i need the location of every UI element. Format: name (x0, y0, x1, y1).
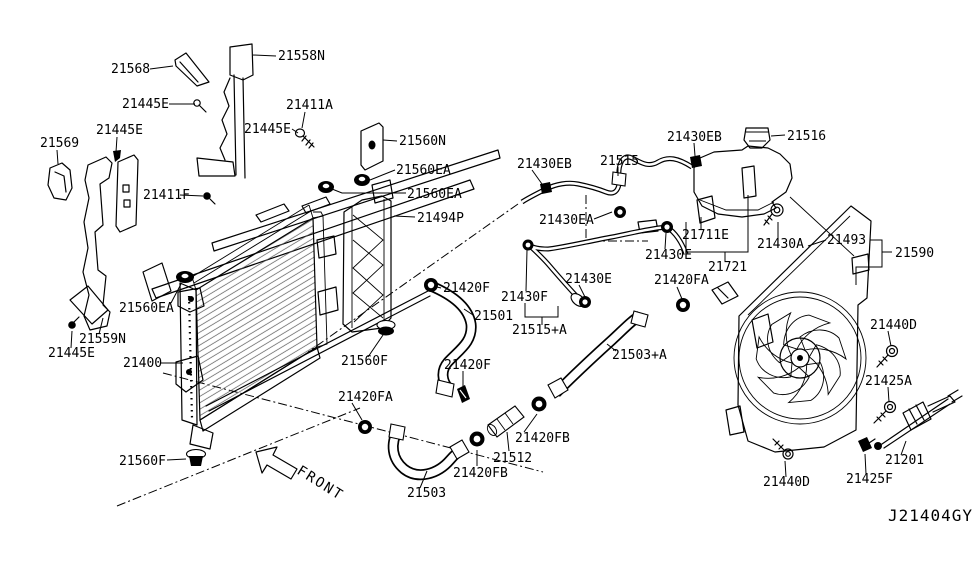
bolt-21411F (203, 192, 216, 205)
bracket-21558N (196, 43, 254, 179)
part-label-21411A: 21411A (286, 98, 333, 113)
plate-21711E (696, 195, 716, 224)
part-label-21400: 21400 (123, 356, 162, 371)
part-label-21560N: 21560N (399, 134, 446, 149)
part-labels: 21568 21558N 21445E 21445E 21569 21411A … (40, 49, 934, 501)
clip-21430E-upper (661, 221, 673, 233)
part-label-21569: 21569 (40, 136, 79, 151)
clamp-21420F-lower (457, 385, 470, 403)
part-label-21515: 21515 (600, 154, 639, 169)
part-label-21516: 21516 (787, 129, 826, 144)
connector-21512 (486, 405, 525, 438)
part-label-21430E-2: 21430E (565, 272, 612, 287)
part-label-21445E-2: 21445E (96, 123, 143, 138)
clip-21430F (522, 239, 534, 251)
shroud-21494P (342, 179, 394, 333)
clamp-21420FA-right (676, 298, 690, 312)
part-label-21721: 21721 (708, 260, 747, 275)
part-label-21430F: 21430F (501, 290, 548, 305)
part-label-21560F-2: 21560F (119, 454, 166, 469)
part-label-21420FB-1: 21420FB (515, 431, 570, 446)
part-label-21445E-3: 21445E (244, 122, 291, 137)
part-label-21440D-2: 21440D (763, 475, 810, 490)
part-label-21501: 21501 (474, 309, 513, 324)
hose-21503A (547, 310, 649, 399)
diagram-code: J21404GY (888, 506, 973, 525)
bolt-21445E-b (113, 150, 121, 162)
fan-motor-21590 (733, 291, 867, 425)
screw-21411A (294, 128, 315, 149)
clamp-21420F-upper (424, 278, 438, 292)
clip-21430EB-right (690, 155, 702, 168)
part-label-21430A: 21430A (757, 237, 804, 252)
part-label-21440D-1: 21440D (870, 318, 917, 333)
part-label-21515A: 21515+A (512, 323, 567, 338)
hose-21503 (387, 423, 470, 481)
hose-21515A (527, 224, 689, 307)
part-label-21560EA-2: 21560EA (407, 187, 462, 202)
part-label-21425F: 21425F (846, 472, 893, 487)
bolt-21445E-d (68, 316, 80, 329)
part-label-21568: 21568 (111, 62, 150, 77)
bracket-21568 (174, 52, 210, 87)
leader-lines (56, 54, 907, 489)
bracket-21560N (360, 122, 384, 171)
part-label-21560EA-1: 21560EA (396, 163, 451, 178)
part-label-21445E-1: 21445E (122, 97, 169, 112)
part-label-21425A: 21425A (865, 374, 912, 389)
clip-21430EB-left (540, 182, 552, 194)
part-label-21445E-4: 21445E (48, 346, 95, 361)
part-label-21512: 21512 (493, 451, 532, 466)
screw-21440D-lower (772, 438, 794, 460)
part-label-21420F-1: 21420F (443, 281, 490, 296)
part-label-21503: 21503 (407, 486, 446, 501)
clip-21430E-lower (579, 296, 591, 308)
bracket-21569 (47, 162, 73, 201)
part-label-21559N: 21559N (79, 332, 126, 347)
part-label-21560F-1: 21560F (341, 354, 388, 369)
bracket-21559N (69, 154, 139, 331)
hose-21501 (428, 280, 477, 398)
part-label-21201: 21201 (885, 453, 924, 468)
grommet-21560EA-b (318, 181, 334, 193)
part-label-21558N: 21558N (278, 49, 325, 64)
part-label-21420F-2: 21420F (444, 358, 491, 373)
grommet-21560F-upper (376, 319, 396, 336)
clamps (358, 155, 702, 447)
part-label-21430EA: 21430EA (539, 213, 594, 228)
part-label-21420FA-1: 21420FA (654, 273, 709, 288)
drain-grommet-21560F (185, 448, 207, 466)
bolt-21445E-a (193, 99, 207, 113)
part-label-21590: 21590 (895, 246, 934, 261)
clip-21430EA (614, 206, 626, 218)
front-label: FRONT (294, 463, 347, 504)
part-label-21420FB-2: 21420FB (453, 466, 508, 481)
clamp-21420FB-left (469, 431, 485, 447)
clamp-21420FB-right (531, 396, 547, 412)
bracket-21201 (874, 389, 963, 450)
clamp-21420FA-left (358, 420, 372, 434)
part-label-21420FA-2: 21420FA (338, 390, 393, 405)
part-label-21430E-1: 21430E (645, 248, 692, 263)
part-label-21430EB-2: 21430EB (667, 130, 722, 145)
part-label-21430EB-1: 21430EB (517, 157, 572, 172)
part-label-21560EA-3: 21560EA (119, 301, 174, 316)
fasteners (68, 99, 899, 460)
part-label-21411F: 21411F (143, 188, 190, 203)
screw-21425A (873, 400, 897, 424)
part-label-21493: 21493 (827, 233, 866, 248)
part-label-21711E: 21711E (682, 228, 729, 243)
connector-21425F (858, 437, 876, 452)
cap-21516 (743, 127, 771, 149)
grommet-21560EA-a (354, 174, 370, 186)
radiator-21400 (175, 204, 431, 450)
front-indicator: FRONT (255, 446, 347, 504)
part-label-21503A: 21503+A (612, 348, 667, 363)
fan-shroud-21493 (725, 205, 872, 453)
screw-21430A (763, 203, 784, 226)
screw-21440D-upper (876, 344, 899, 368)
part-label-21494P: 21494P (417, 211, 464, 226)
